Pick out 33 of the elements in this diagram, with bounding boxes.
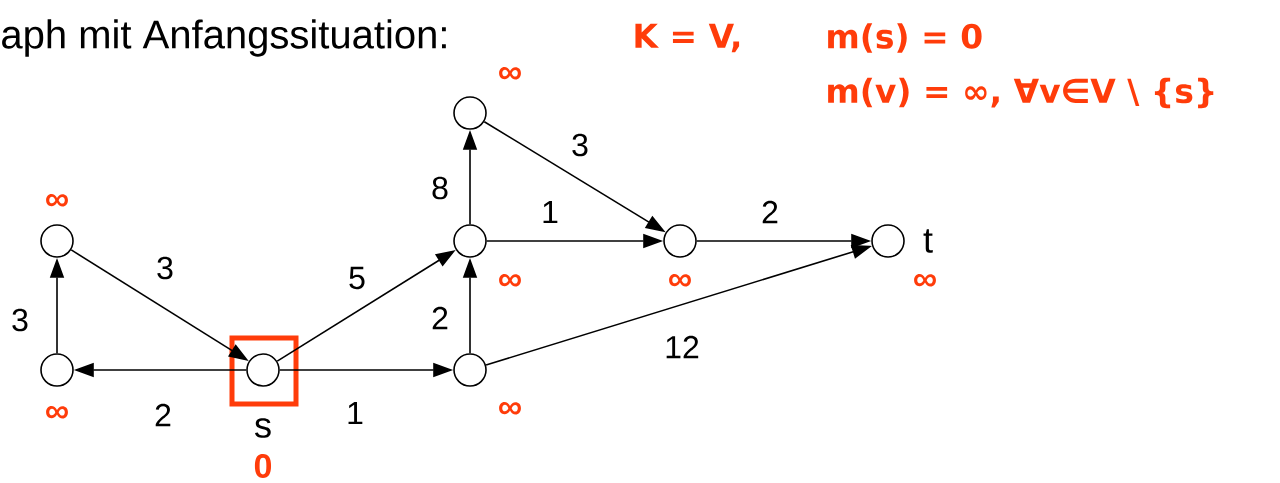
formula-text: K = V, xyxy=(635,23,740,53)
distance-label: ∞ xyxy=(499,402,521,415)
node-circle xyxy=(871,224,905,258)
distance-label: ∞ xyxy=(499,67,521,80)
node-circle xyxy=(40,224,74,258)
node-circle xyxy=(453,224,487,258)
formula-text: m(s) = 0 xyxy=(828,23,982,53)
edge-label: 1 xyxy=(539,199,561,225)
edge-label: 8 xyxy=(429,174,451,202)
vertex-name: t xyxy=(923,229,933,253)
vertex-name: s xyxy=(255,418,271,438)
heading: aph mit Anfangssituation: xyxy=(2,19,446,57)
node-circle xyxy=(246,353,280,387)
node-circle xyxy=(453,353,487,387)
distance-label: ∞ xyxy=(669,274,691,287)
node-circle xyxy=(663,224,697,258)
formula-text: m(v) = ∞, ∀v∈V \ {s} xyxy=(828,77,1214,109)
node-circle xyxy=(40,353,74,387)
edge-label: 12 xyxy=(662,333,702,361)
distance-label: ∞ xyxy=(46,194,68,207)
edge-label: 1 xyxy=(344,400,366,426)
edge-label: 3 xyxy=(9,306,31,334)
edge-label: 5 xyxy=(346,264,368,292)
distance-label: 0 xyxy=(254,453,272,479)
node-circle xyxy=(453,96,487,130)
edge-label: 2 xyxy=(429,304,451,332)
edge-label: 3 xyxy=(569,131,591,159)
edge-label: 2 xyxy=(759,198,781,226)
distance-label: ∞ xyxy=(46,406,68,419)
distance-label: ∞ xyxy=(499,274,521,287)
edge-label: 3 xyxy=(154,254,176,282)
edge-label: 2 xyxy=(152,401,174,429)
distance-label: ∞ xyxy=(914,274,936,287)
